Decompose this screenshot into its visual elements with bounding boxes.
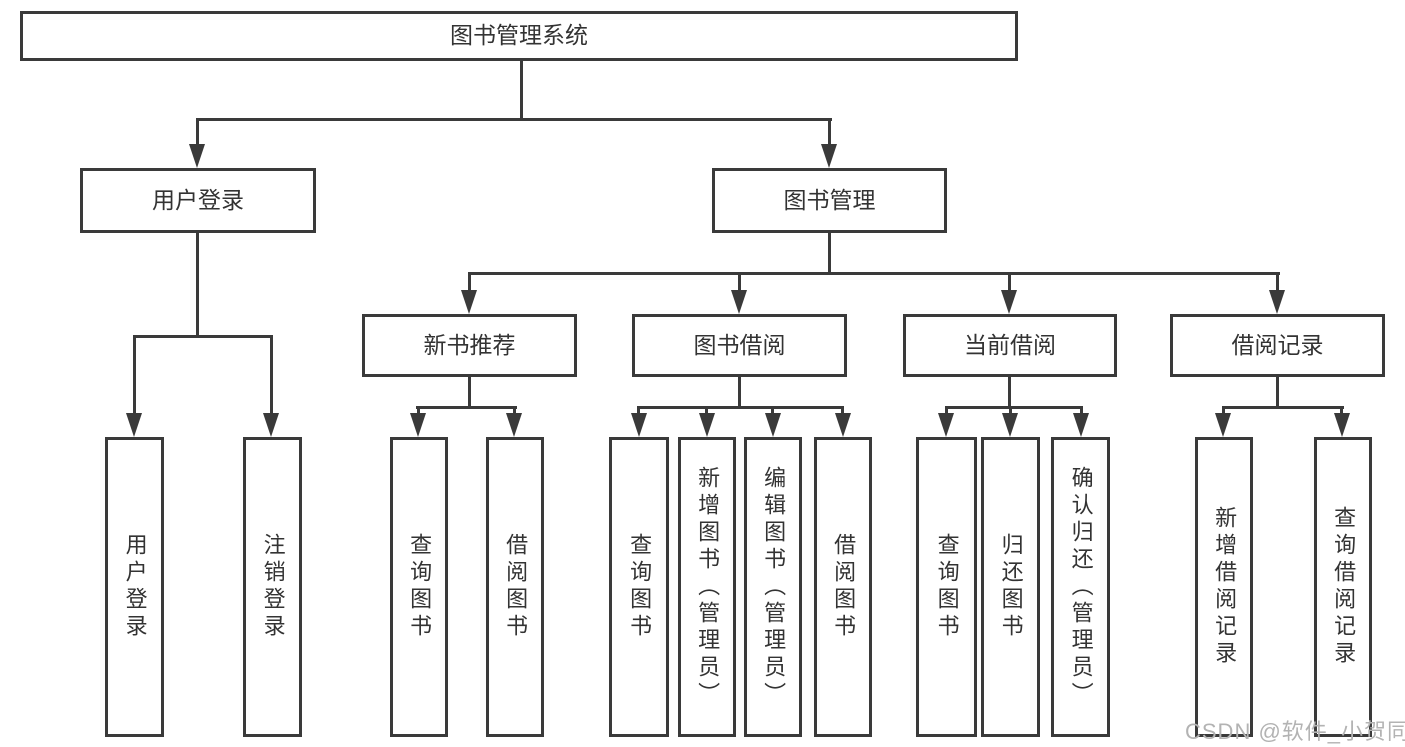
connector-current-branch xyxy=(945,406,1083,409)
connector-leaf-stem xyxy=(841,406,844,417)
arrow-down-icon xyxy=(1073,413,1089,437)
arrow-down-icon xyxy=(1002,413,1018,437)
connector-records-branch xyxy=(1222,406,1344,409)
arrow-down-icon xyxy=(699,413,715,437)
connector-leaf-stem xyxy=(1222,406,1225,417)
node-borrowing-records: 借阅记录 xyxy=(1170,314,1385,377)
connector-to-user-login xyxy=(196,118,199,148)
node-book-management: 图书管理 xyxy=(712,168,947,233)
connector-to-borrowing xyxy=(738,272,741,292)
arrow-down-icon xyxy=(126,413,142,437)
connector-leaf-stem xyxy=(417,406,420,417)
leaf-user-login: 用户登录 xyxy=(105,437,164,737)
arrow-down-icon xyxy=(506,413,522,437)
connector-leaf-stem xyxy=(1009,406,1012,417)
connector-records-stem xyxy=(1276,377,1279,406)
leaf-edit-books-admin: 编辑图书（管理员） xyxy=(744,437,802,737)
node-current-borrowing: 当前借阅 xyxy=(903,314,1117,377)
leaf-borrow-books: 借阅图书 xyxy=(486,437,544,737)
arrow-down-icon xyxy=(189,144,205,168)
connector-newbook-stem xyxy=(468,377,471,406)
leaf-return-books: 归还图书 xyxy=(981,437,1040,737)
node-new-book-recommend: 新书推荐 xyxy=(362,314,577,377)
arrow-down-icon xyxy=(1269,290,1285,314)
arrow-down-icon xyxy=(938,413,954,437)
connector-borrowing-branch xyxy=(637,406,844,409)
connector-to-login-leaf xyxy=(133,335,136,417)
arrow-down-icon xyxy=(1334,413,1350,437)
connector-newbook-branch xyxy=(416,406,517,409)
connector-to-records xyxy=(1276,272,1279,292)
connector-leaf-stem xyxy=(705,406,708,417)
csdn-watermark: CSDN @软件_小贺同学 xyxy=(1185,719,1405,744)
leaf-query-books: 查询图书 xyxy=(609,437,669,737)
arrow-down-icon xyxy=(731,290,747,314)
connector-to-book-management xyxy=(828,118,831,148)
connector-to-logout-leaf xyxy=(270,335,273,417)
connector-leaf-stem xyxy=(1340,406,1343,417)
connector-current-stem xyxy=(1008,377,1011,406)
arrow-down-icon xyxy=(263,413,279,437)
node-book-borrowing: 图书借阅 xyxy=(632,314,847,377)
leaf-add-books-admin: 新增图书（管理员） xyxy=(678,437,736,737)
connector-to-new-book xyxy=(468,272,471,292)
connector-leaf-stem xyxy=(1080,406,1083,417)
leaf-add-borrow-record: 新增借阅记录 xyxy=(1195,437,1253,737)
arrow-down-icon xyxy=(821,144,837,168)
arrow-down-icon xyxy=(765,413,781,437)
connector-leaf-stem xyxy=(945,406,948,417)
connector-mgmt-stem xyxy=(828,233,831,272)
leaf-query-books: 查询图书 xyxy=(916,437,977,737)
leaf-logout: 注销登录 xyxy=(243,437,302,737)
arrow-down-icon xyxy=(1215,413,1231,437)
connector-leaf-stem xyxy=(513,406,516,417)
arrow-down-icon xyxy=(835,413,851,437)
connector-to-current xyxy=(1008,272,1011,292)
leaf-confirm-return-admin: 确认归还（管理员） xyxy=(1051,437,1110,737)
leaf-query-books: 查询图书 xyxy=(390,437,448,737)
arrow-down-icon xyxy=(1001,290,1017,314)
arrow-down-icon xyxy=(410,413,426,437)
arrow-down-icon xyxy=(631,413,647,437)
connector-root-branch xyxy=(196,118,832,121)
connector-user-branch xyxy=(133,335,273,338)
connector-leaf-stem xyxy=(771,406,774,417)
connector-user-stem xyxy=(196,233,199,335)
leaf-borrow-books: 借阅图书 xyxy=(814,437,872,737)
connector-mgmt-branch xyxy=(468,272,1280,275)
connector-borrowing-stem xyxy=(738,377,741,406)
node-user-login: 用户登录 xyxy=(80,168,316,233)
arrow-down-icon xyxy=(461,290,477,314)
node-library-management-system: 图书管理系统 xyxy=(20,11,1018,61)
connector-root-stem xyxy=(520,61,523,118)
connector-leaf-stem xyxy=(637,406,640,417)
leaf-query-borrow-record: 查询借阅记录 xyxy=(1314,437,1372,737)
